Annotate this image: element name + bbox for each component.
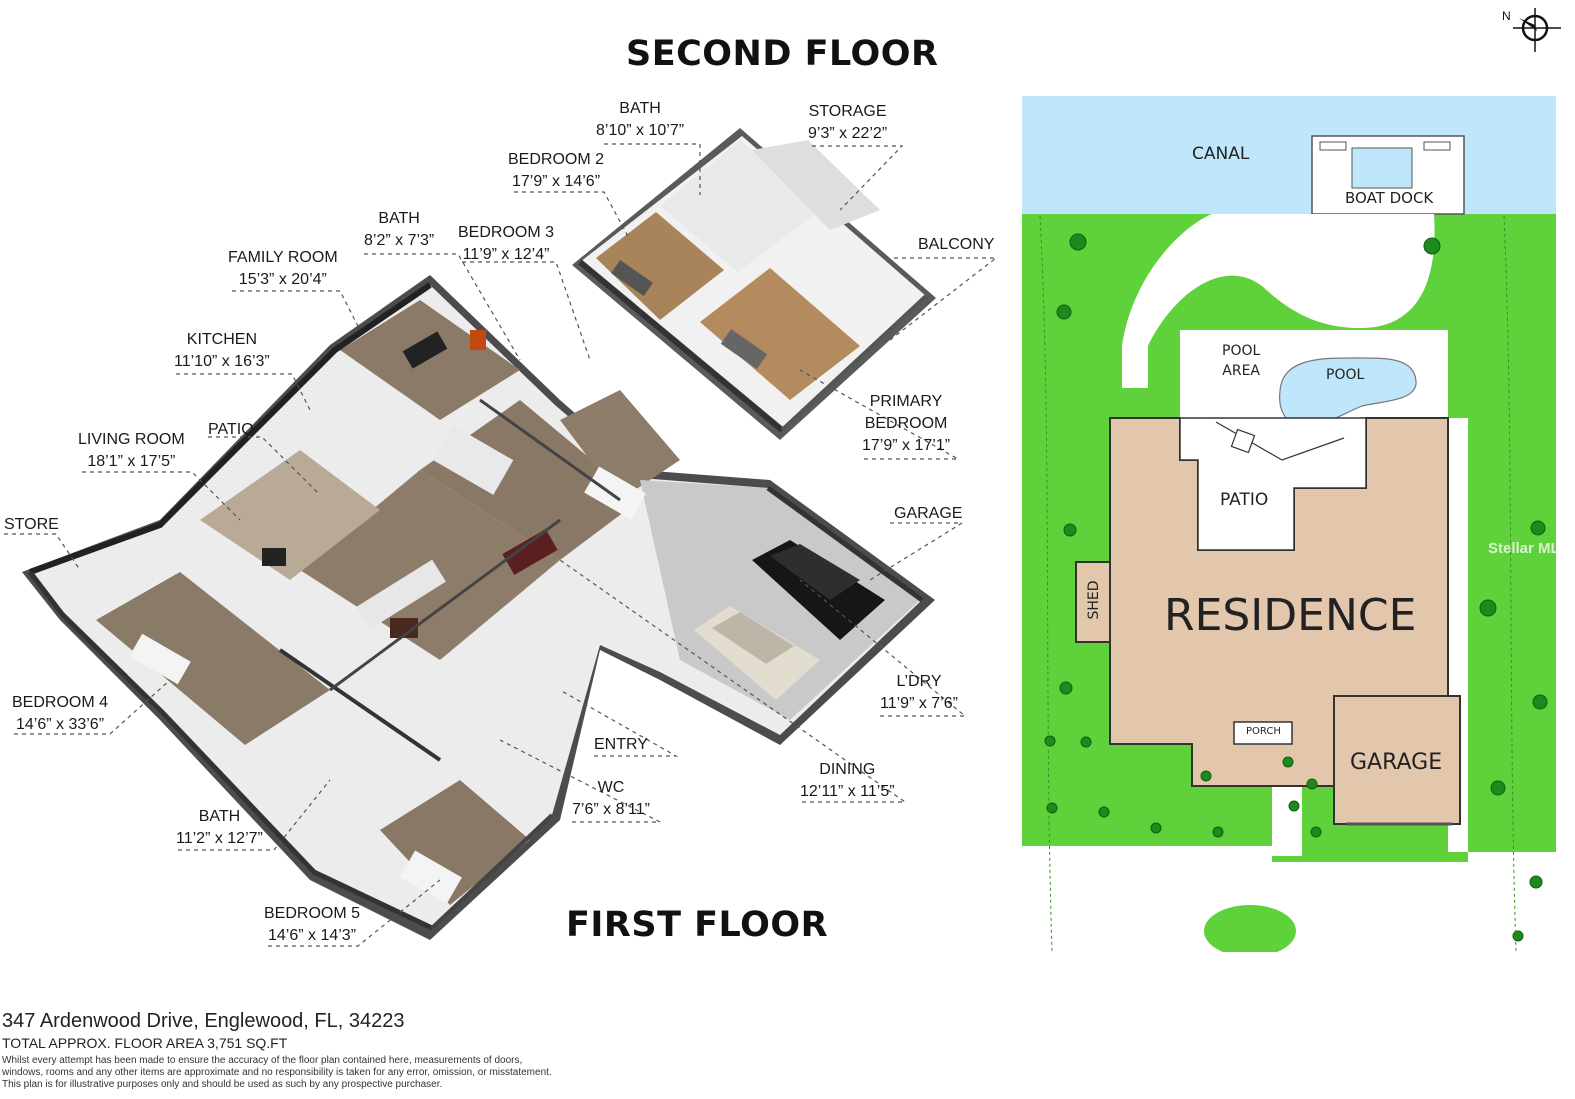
label-patio-first-floor: PATIO (208, 421, 254, 438)
first-floor-heading: FIRST FLOOR (566, 905, 829, 945)
label-storage: STORAGE 9’3” x 22’2” (808, 103, 888, 142)
label-family-room: FAMILY ROOM 15’3” x 20’4” (228, 249, 338, 288)
site-plan: CANAL BOAT DOCK POOL AREA POOL PATIO RES… (1022, 96, 1556, 952)
footer: 347 Ardenwood Drive, Englewood, FL, 3422… (2, 1010, 702, 1091)
label-bedroom-5: BEDROOM 5 14’6” x 14’3” (264, 905, 361, 944)
canal-label: CANAL (1192, 144, 1250, 164)
shed (1075, 561, 1111, 643)
trees (1044, 233, 1548, 942)
site-plan-drawing (1022, 96, 1556, 952)
label-bath-second-floor: BATH 8’10” x 10’7” (596, 100, 685, 139)
black-suv (752, 540, 885, 640)
second-floor-heading: SECOND FLOOR (626, 34, 939, 74)
label-laundry: L’DRY 11’9” x 7’6” (880, 673, 958, 712)
compass-north-label: N (1502, 9, 1511, 23)
property-address: 347 Ardenwood Drive, Englewood, FL, 3422… (2, 1010, 405, 1032)
floor-plan-illustration (4, 128, 998, 947)
patio-site-label: PATIO (1220, 490, 1269, 510)
pool-label: POOL (1326, 367, 1365, 383)
white-car (694, 606, 820, 700)
label-entry: ENTRY (594, 736, 648, 753)
porch-label: PORCH (1246, 726, 1281, 737)
canal-water (1022, 96, 1556, 214)
label-kitchen: KITCHEN 11’10” x 16’3” (174, 331, 270, 370)
label-bedroom-4: BEDROOM 4 14’6” x 33’6” (12, 694, 109, 733)
label-primary-bedroom: PRIMARY BEDROOM 17’9” x 17’1” (862, 393, 951, 454)
leader-lines (4, 143, 998, 947)
label-bedroom-2: BEDROOM 2 17’9” x 14’6” (508, 151, 605, 190)
garage-site-label: GARAGE (1350, 750, 1443, 775)
patio-area (1179, 417, 1367, 551)
disclaimer: Whilst every attempt has been made to en… (2, 1055, 552, 1090)
watermark: Stellar MLS (1488, 540, 1570, 557)
garage-footprint (1333, 695, 1461, 825)
label-living-room: LIVING ROOM 18’1” x 17’5” (78, 431, 185, 470)
first-floor-model (22, 275, 935, 940)
porch (1233, 721, 1293, 745)
label-balcony: BALCONY (918, 236, 995, 253)
shed-label: SHED (1086, 580, 1102, 620)
total-floor-area: TOTAL APPROX. FLOOR AREA 3,751 SQ.FT (2, 1035, 288, 1051)
label-bedroom-3: BEDROOM 3 11’9” x 12’4” (458, 224, 555, 263)
compass: N (1502, 6, 1565, 54)
label-wc: WC 7’6” x 8’11” (572, 779, 650, 818)
residence-label: RESIDENCE (1164, 590, 1417, 641)
label-garage-first-floor: GARAGE (894, 505, 963, 522)
label-store: STORE (4, 516, 59, 533)
second-floor-model (572, 128, 936, 440)
boat-dock-label: BOAT DOCK (1345, 189, 1434, 207)
street-drive (1022, 846, 1556, 952)
pool-area-label: POOL AREA (1222, 343, 1261, 379)
compass-rose-icon (1513, 8, 1561, 52)
label-bath-first-floor-upper: BATH 8’2” x 7’3” (364, 210, 435, 249)
label-dining: DINING 12’11” x 11’5” (800, 761, 895, 800)
label-bath-first-floor-lower: BATH 11’2” x 12’7” (176, 808, 263, 847)
